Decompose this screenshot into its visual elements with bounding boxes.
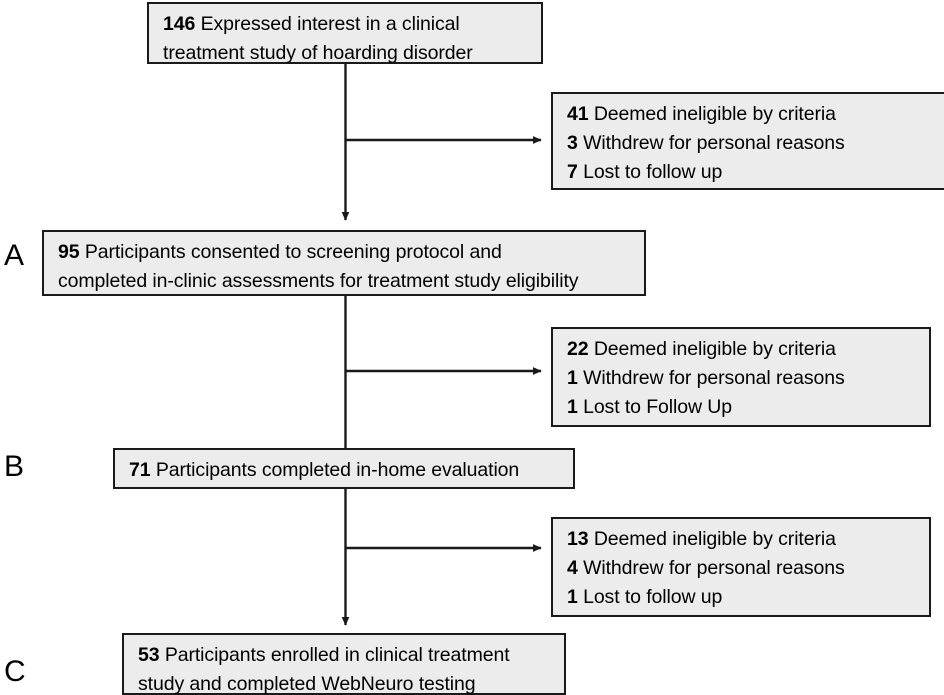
stage-label-a: A — [4, 239, 25, 272]
exclusion-reason: Lost to Follow Up — [577, 396, 733, 418]
node-line-1: 53 Participants enrolled in clinical tre… — [138, 641, 552, 670]
exclusion-reason: Withdrew for personal reasons — [577, 367, 845, 389]
node-expressed-interest: 146 Expressed interest in a clinical tre… — [147, 2, 543, 64]
exclusion-count: 1 — [567, 396, 578, 418]
exclusion-count: 13 — [567, 528, 589, 550]
exclusion-row: 3 Withdrew for personal reasons — [567, 129, 937, 158]
exclusion-count: 41 — [567, 103, 589, 125]
exclusion-reason: Withdrew for personal reasons — [577, 132, 845, 154]
node-enrolled-treatment: 53 Participants enrolled in clinical tre… — [122, 633, 566, 695]
node-text: Participants completed in-home evaluatio… — [150, 459, 520, 481]
exclusion-reason: Deemed ineligible by criteria — [588, 103, 836, 125]
exclusion-row: 13 Deemed ineligible by criteria — [567, 525, 917, 554]
node-count: 95 — [58, 241, 80, 263]
node-text: Expressed interest in a clinical — [195, 13, 460, 35]
exclusion-row: 1 Lost to Follow Up — [567, 393, 917, 422]
connector-consented-to-inhome — [344, 296, 542, 448]
stage-label-c: C — [4, 655, 26, 688]
exclusion-count: 1 — [567, 586, 578, 608]
node-line-1: 95 Participants consented to screening p… — [58, 238, 632, 267]
exclusion-reason: Lost to follow up — [577, 586, 723, 608]
exclusion-row: 41 Deemed ineligible by criteria — [567, 100, 937, 129]
node-exclusion-2: 22 Deemed ineligible by criteria 1 Withd… — [551, 327, 931, 427]
exclusion-row: 4 Withdrew for personal reasons — [567, 554, 917, 583]
exclusion-count: 4 — [567, 557, 578, 579]
node-consented-screening: 95 Participants consented to screening p… — [42, 230, 646, 296]
exclusion-count: 22 — [567, 338, 589, 360]
node-text: Participants enrolled in clinical treatm… — [159, 644, 510, 666]
node-line-2: treatment study of hoarding disorder — [163, 42, 473, 64]
connector-interest-to-consented — [341, 64, 542, 221]
exclusion-reason: Deemed ineligible by criteria — [588, 528, 836, 550]
node-inhome-evaluation: 71 Participants completed in-home evalua… — [113, 448, 575, 489]
exclusion-row: 22 Deemed ineligible by criteria — [567, 335, 917, 364]
exclusion-reason: Deemed ineligible by criteria — [588, 338, 836, 360]
node-exclusion-1: 41 Deemed ineligible by criteria 3 Withd… — [551, 92, 944, 190]
node-text: Participants consented to screening prot… — [79, 241, 502, 263]
node-line-1: 71 Participants completed in-home evalua… — [129, 456, 561, 485]
exclusion-row: 1 Withdrew for personal reasons — [567, 364, 917, 393]
stage-label-b: B — [4, 450, 25, 483]
exclusion-reason: Lost to follow up — [577, 161, 723, 183]
exclusion-count: 3 — [567, 132, 578, 154]
connector-inhome-to-enrolled — [341, 489, 542, 626]
node-line-1: 146 Expressed interest in a clinical — [163, 10, 529, 39]
node-exclusion-3: 13 Deemed ineligible by criteria 4 Withd… — [551, 517, 931, 617]
exclusion-row: 7 Lost to follow up — [567, 158, 937, 187]
exclusion-count: 7 — [567, 161, 578, 183]
node-count: 71 — [129, 459, 151, 481]
node-line-2: completed in-clinic assessments for trea… — [58, 270, 579, 292]
node-count: 146 — [163, 13, 196, 35]
node-count: 53 — [138, 644, 160, 666]
exclusion-count: 1 — [567, 367, 578, 389]
node-line-2: study and completed WebNeuro testing — [138, 673, 476, 695]
exclusion-row: 1 Lost to follow up — [567, 583, 917, 612]
exclusion-reason: Withdrew for personal reasons — [577, 557, 845, 579]
